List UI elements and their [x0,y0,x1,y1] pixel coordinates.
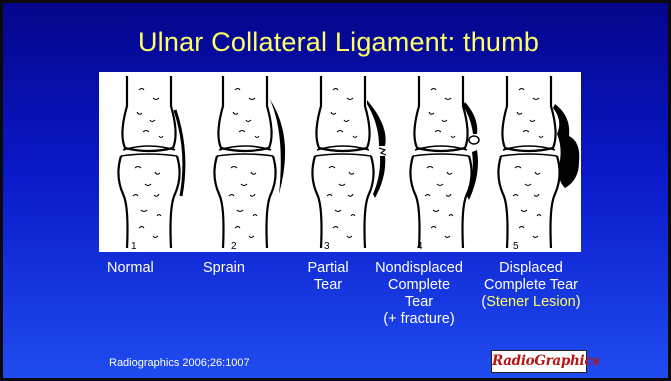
panel-number-2: 2 [231,241,237,252]
label-nondisplaced-tear: Nondisplaced Complete Tear (+ fracture) [367,260,471,328]
label-partial-tear: Partial Tear [293,260,363,294]
panel-nondisplaced-tear [410,76,479,248]
label-normal: Normal [107,260,167,277]
joint-drawings: 1 2 3 4 5 [99,72,581,252]
panel-partial-tear [312,76,386,248]
stener-lesion-note: (Stener Lesion) [469,294,593,311]
radiographics-logo: RadioGraphics [491,350,587,373]
panel-number-4: 4 [417,241,423,252]
ligament-illustration: 1 2 3 4 5 [99,72,581,252]
panel-number-5: 5 [513,241,519,252]
stener-lesion-text: Stener Lesion [486,294,575,310]
label-displaced-tear: Displaced Complete Tear (Stener Lesion) [469,260,593,311]
panel-number-3: 3 [324,241,330,252]
panel-number-1: 1 [131,241,137,252]
panel-normal [118,76,183,248]
label-sprain: Sprain [203,260,263,277]
panel-stener-lesion [498,76,579,248]
panel-sprain [214,76,285,248]
citation: Radiographics 2006;26:1007 [109,357,250,369]
slide-title: Ulnar Collateral Ligament: thumb [3,27,671,58]
